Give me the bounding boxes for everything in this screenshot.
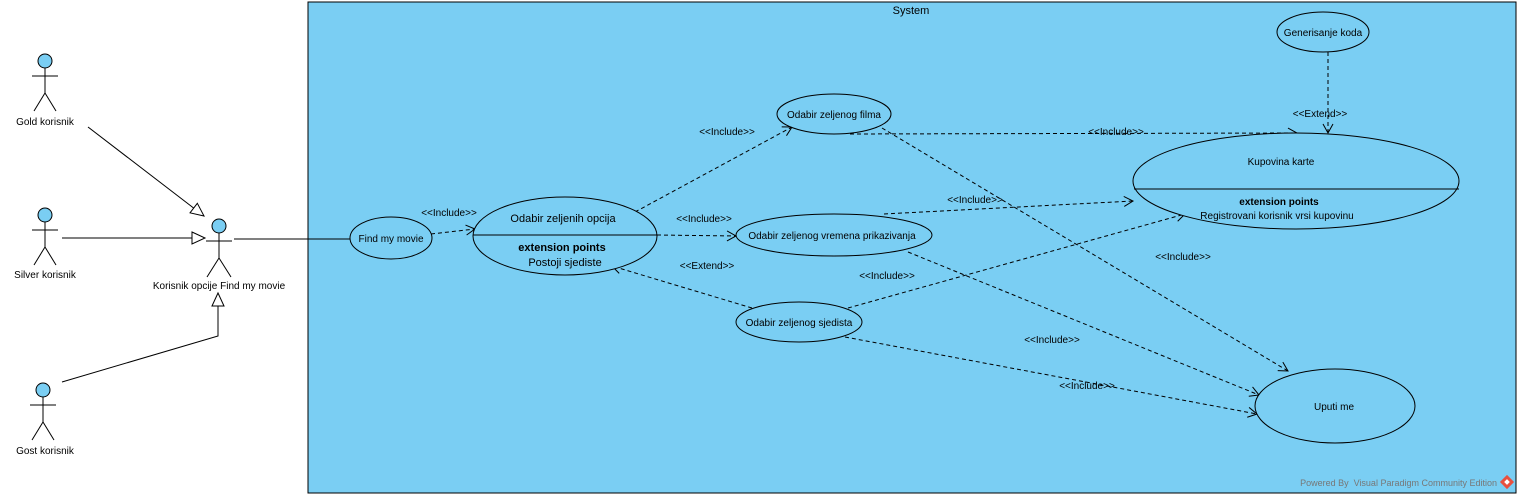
label-inc-opcije-film: <<Include>> xyxy=(699,127,755,138)
usecase-find-my-movie-label: Find my movie xyxy=(358,234,423,245)
dep-film-uputi xyxy=(881,127,1289,372)
usecase-odabir-sjedista-label: Odabir zeljenog sjedista xyxy=(746,318,853,329)
usecase-kupovina-karte[interactable]: Kupovina karte extension points Registro… xyxy=(1132,132,1460,230)
actor-gost-korisnik[interactable]: Gost korisnik xyxy=(16,382,75,457)
generalization-gost xyxy=(61,291,225,383)
usecase-odabir-opcija-ep-title: extension points xyxy=(518,242,605,254)
actor-silver-label: Silver korisnik xyxy=(14,270,77,281)
usecase-find-my-movie[interactable]: Find my movie xyxy=(349,216,433,260)
usecase-kupovina-label: Kupovina karte xyxy=(1248,157,1315,168)
label-inc-vrijeme-uputi: <<Include>> xyxy=(1024,335,1080,346)
label-inc-film-uputi: <<Include>> xyxy=(1155,252,1211,263)
usecase-generisanje-koda-label: Generisanje koda xyxy=(1284,28,1363,39)
actor-gold-korisnik[interactable]: Gold korisnik xyxy=(16,53,75,128)
usecase-kupovina-ep: Registrovani korisnik vrsi kupovinu xyxy=(1200,211,1353,222)
label-ext-kod-kupovina: <<Extend>> xyxy=(1293,109,1348,120)
usecase-uputi-me[interactable]: Uputi me xyxy=(1254,368,1416,444)
usecase-odabir-filma-label: Odabir zeljenog filma xyxy=(787,110,881,121)
visual-paradigm-logo-icon xyxy=(1499,474,1515,490)
dep-sjediste-kupovina xyxy=(847,211,1186,309)
dep-vrijeme-uputi xyxy=(907,251,1260,397)
usecase-odabir-opcija[interactable]: Odabir zeljenih opcija extension points … xyxy=(472,196,658,276)
dep-film-kupovina xyxy=(849,127,1299,139)
actor-gost-label: Gost korisnik xyxy=(16,446,75,457)
label-ext-sjediste-opcije: <<Extend>> xyxy=(680,261,735,272)
label-inc-sjediste-uputi: <<Include>> xyxy=(1059,381,1115,392)
label-inc-find-opcije: <<Include>> xyxy=(421,208,477,219)
footer-powered-by: Powered By Visual Paradigm Community Edi… xyxy=(1300,478,1497,488)
usecase-odabir-vremena-label: Odabir zeljenog vremena prikazivanja xyxy=(748,231,916,242)
actor-main-label: Korisnik opcije Find my movie xyxy=(153,281,286,292)
label-inc-vrijeme-kupovina: <<Include>> xyxy=(947,195,1003,206)
dep-find-opcije xyxy=(430,224,477,236)
dep-opcije-film xyxy=(634,126,793,213)
actor-korisnik-opcije[interactable]: Korisnik opcije Find my movie xyxy=(153,218,286,292)
generalization-gold xyxy=(87,126,205,217)
label-inc-film-kupovina: <<Include>> xyxy=(1088,127,1144,138)
dep-opcije-vrijeme xyxy=(656,230,738,242)
usecase-kupovina-ep-title: extension points xyxy=(1239,197,1319,208)
system-title: System xyxy=(893,5,930,17)
usecase-odabir-opcija-ep: Postoji sjediste xyxy=(528,257,601,269)
actor-silver-korisnik[interactable]: Silver korisnik xyxy=(14,207,77,281)
actor-gold-label: Gold korisnik xyxy=(16,117,75,128)
usecase-odabir-filma[interactable]: Odabir zeljenog filma xyxy=(776,93,892,135)
dep-sjediste-opcije xyxy=(611,263,753,309)
label-inc-opcije-vrijeme: <<Include>> xyxy=(676,214,732,225)
label-inc-sjediste-kupovina: <<Include>> xyxy=(859,271,915,282)
usecase-uputi-me-label: Uputi me xyxy=(1314,402,1354,413)
usecase-odabir-vremena[interactable]: Odabir zeljenog vremena prikazivanja xyxy=(735,213,933,257)
usecase-generisanje-koda[interactable]: Generisanje koda xyxy=(1276,11,1370,53)
usecase-odabir-opcija-label: Odabir zeljenih opcija xyxy=(510,213,616,225)
usecase-odabir-sjedista[interactable]: Odabir zeljenog sjedista xyxy=(735,301,863,343)
